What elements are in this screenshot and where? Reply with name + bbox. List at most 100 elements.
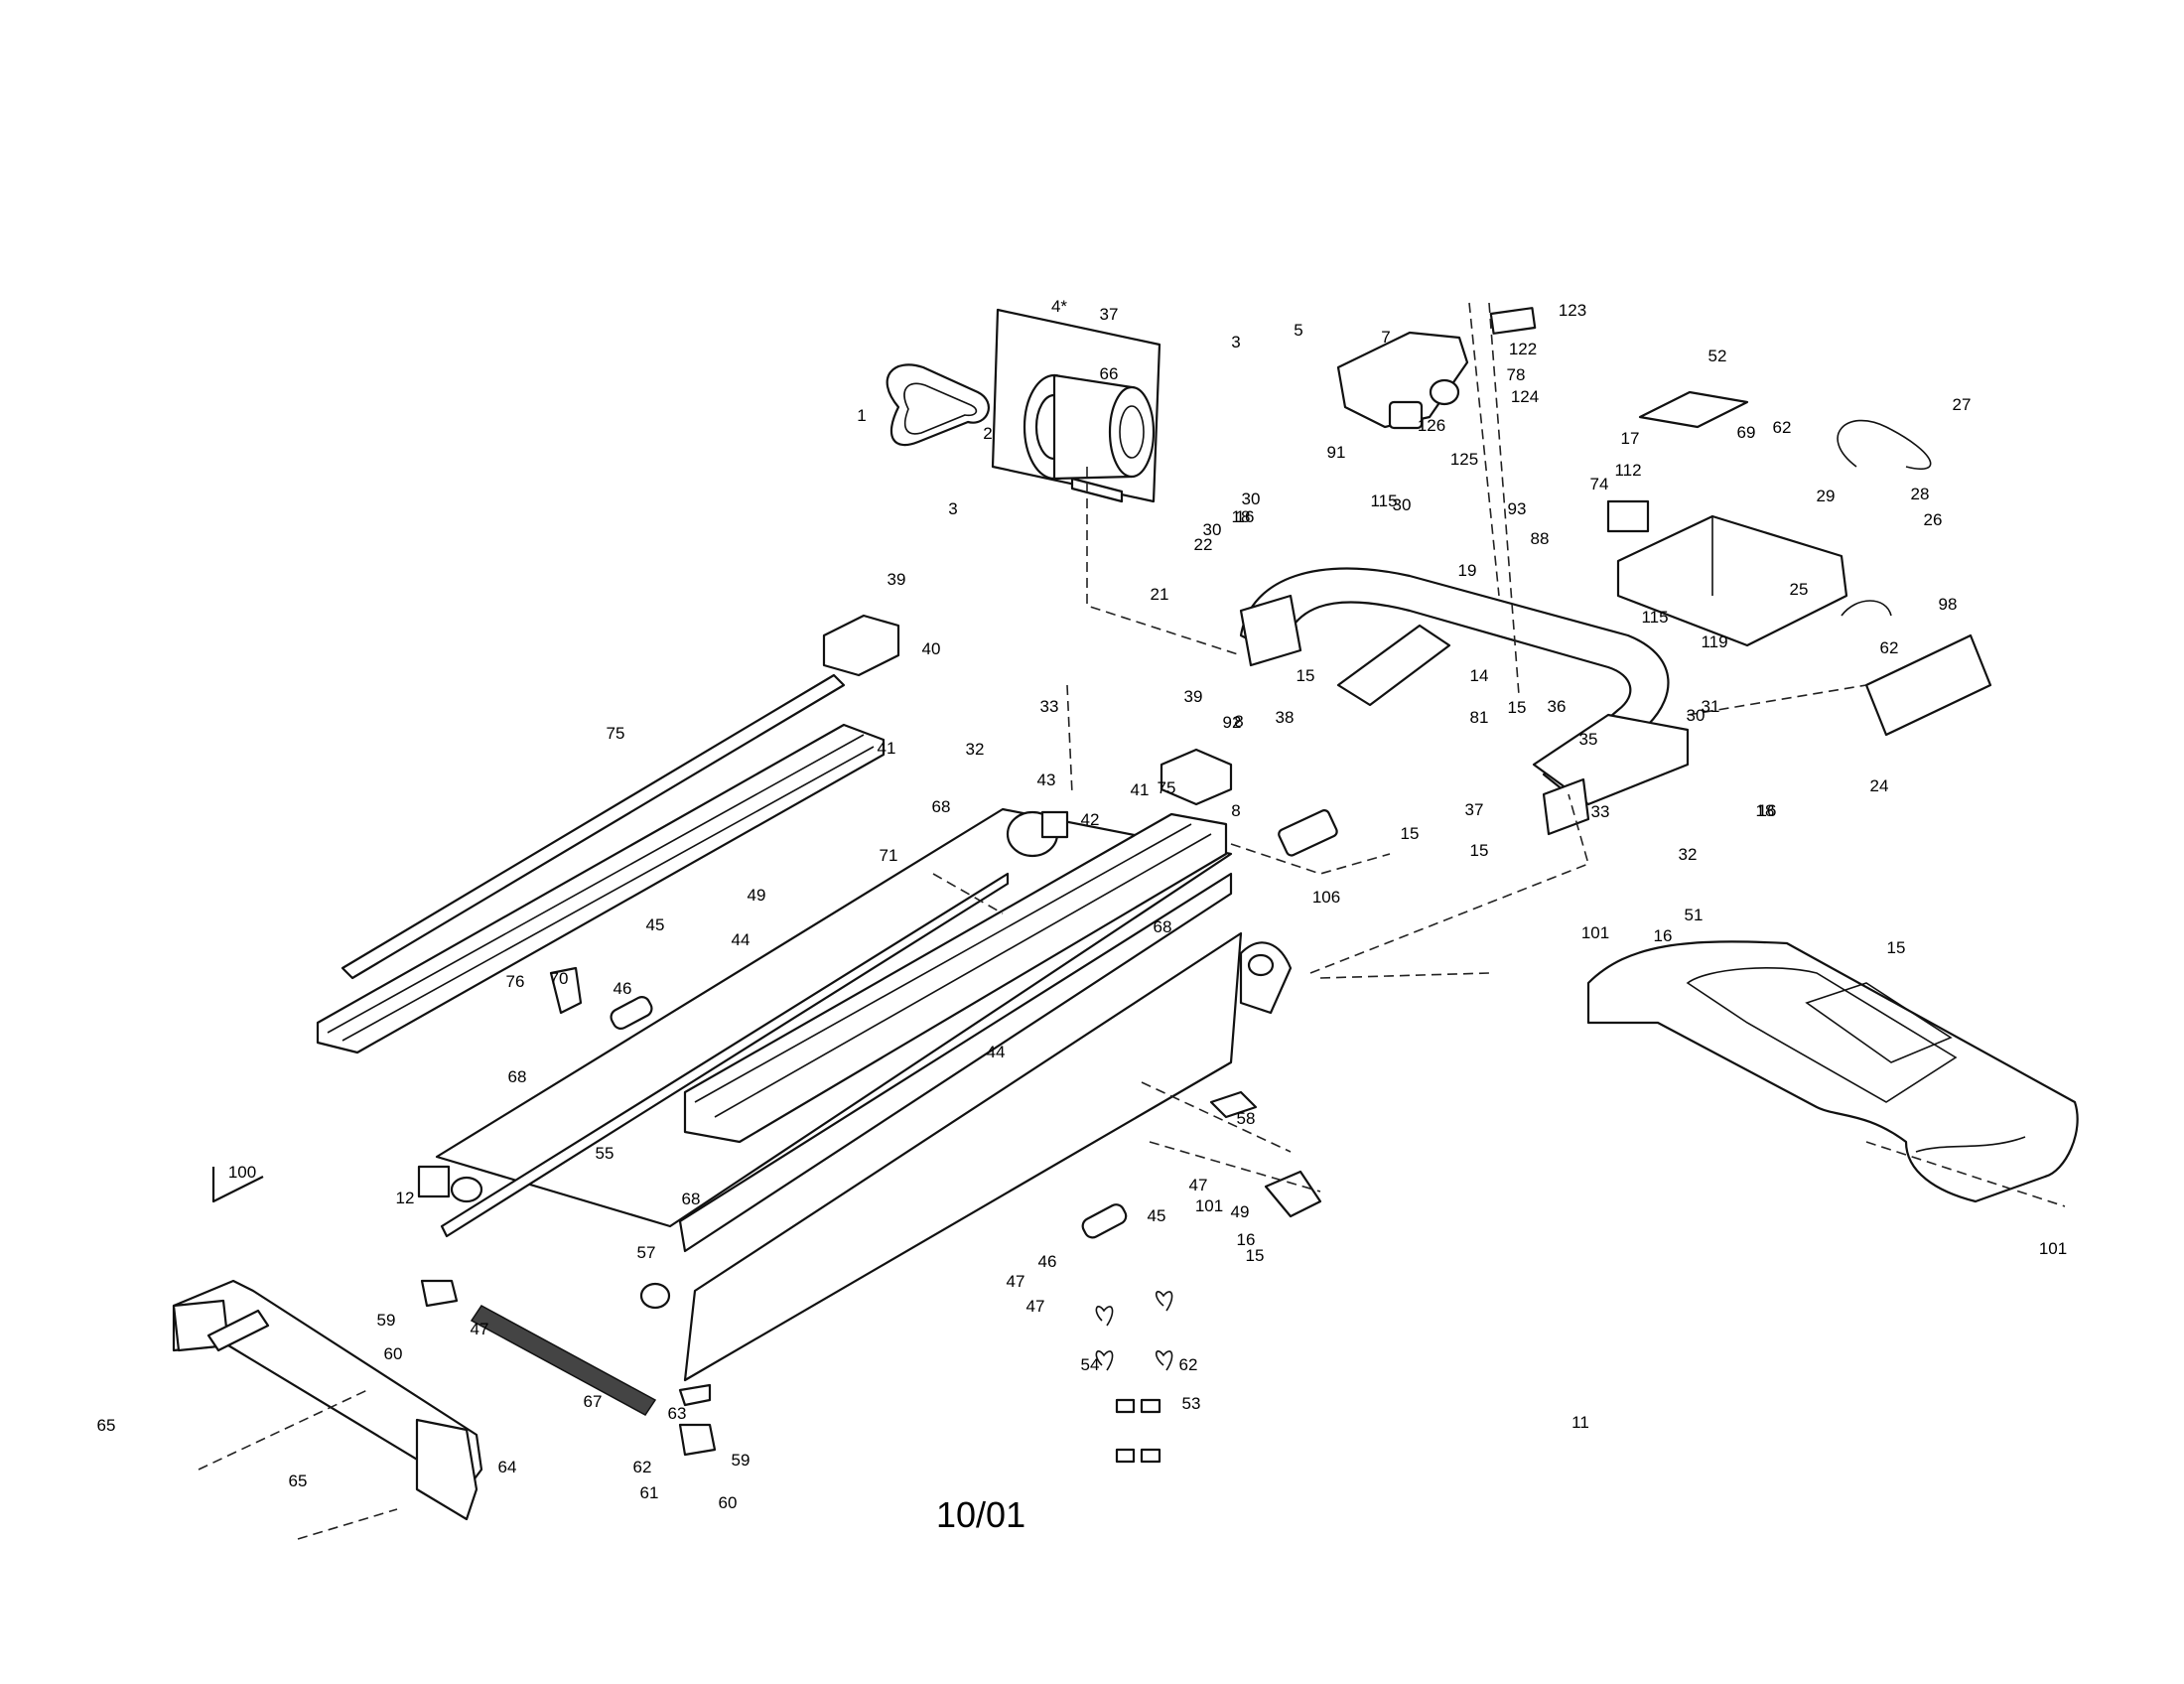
callout-54: 54 (1081, 1355, 1100, 1374)
callout-46: 46 (614, 979, 632, 998)
callout-51: 51 (1685, 906, 1704, 924)
callout-24: 24 (1870, 776, 1889, 795)
callout-55: 55 (596, 1144, 614, 1163)
callout-16: 16 (1236, 507, 1255, 526)
callout-124: 124 (1511, 387, 1539, 406)
callout-68: 68 (932, 797, 951, 816)
callout-66: 66 (1100, 364, 1119, 383)
callout-62: 62 (1773, 418, 1792, 437)
callout-19: 19 (1458, 561, 1477, 580)
callout-42: 42 (1081, 810, 1100, 829)
callout-15: 15 (1246, 1246, 1265, 1265)
callout-15: 15 (1887, 938, 1906, 957)
callout-49: 49 (1231, 1202, 1250, 1221)
callout-15: 15 (1470, 841, 1489, 860)
callout-26: 26 (1924, 510, 1943, 529)
upright-base-frame (1239, 567, 1690, 836)
callout-68: 68 (1154, 917, 1172, 936)
callout-100: 100 (228, 1163, 256, 1182)
callout-11: 11 (1571, 1413, 1589, 1432)
callout-74: 74 (1590, 475, 1609, 493)
callout-30: 30 (1393, 495, 1412, 514)
motor-assembly (991, 308, 1161, 503)
callout-62: 62 (1880, 638, 1899, 657)
callout-3: 3 (948, 499, 957, 518)
callout-1: 1 (857, 406, 866, 425)
small-parts (211, 809, 1338, 1464)
callout-69: 69 (1737, 423, 1756, 442)
callout-123: 123 (1559, 301, 1586, 320)
callout-125: 125 (1450, 450, 1478, 469)
callout-101: 101 (1581, 923, 1609, 942)
callout-37: 37 (1100, 305, 1119, 324)
callout-93: 93 (1508, 499, 1527, 518)
callout-7: 7 (1381, 328, 1390, 347)
rear-end-cap (172, 1279, 483, 1521)
callout-62: 62 (1179, 1355, 1198, 1374)
callout-98: 98 (1939, 595, 1958, 614)
callout-59: 59 (377, 1311, 396, 1330)
callout-36: 36 (1548, 697, 1567, 716)
callout-78: 78 (1507, 365, 1526, 384)
callout-3: 3 (1231, 333, 1240, 351)
drive-belt (886, 363, 990, 447)
callout-76: 76 (506, 972, 525, 991)
callout-18: 18 (1756, 801, 1775, 820)
callout-30: 30 (1203, 520, 1222, 539)
callout-62: 62 (633, 1458, 652, 1476)
callout-101: 101 (2039, 1239, 2067, 1258)
callout-18: 18 (1232, 507, 1251, 526)
callout-29: 29 (1817, 487, 1836, 505)
callout-4-star: 4* (1051, 297, 1067, 316)
callout-38: 38 (1276, 708, 1295, 727)
callout-70: 70 (550, 969, 569, 988)
callout-49: 49 (748, 886, 766, 905)
callout-64: 64 (498, 1458, 517, 1476)
assembly-lines (198, 302, 2066, 1540)
callout-65: 65 (289, 1472, 308, 1490)
callout-61: 61 (640, 1483, 659, 1502)
callout-16: 16 (1758, 801, 1777, 820)
callout-59: 59 (732, 1451, 751, 1470)
date-code: 10/01 (936, 1494, 1025, 1535)
callout-60: 60 (384, 1344, 403, 1363)
callout-2: 2 (983, 424, 992, 443)
callout-39: 39 (1184, 687, 1203, 706)
rear-roller (417, 1165, 483, 1203)
callout-15: 15 (1401, 824, 1420, 843)
callout-53: 53 (1182, 1394, 1201, 1413)
callout-40: 40 (922, 639, 941, 658)
callout-16: 16 (1237, 1230, 1256, 1249)
callout-21: 21 (1151, 585, 1169, 604)
right-side-rail (683, 748, 1233, 1144)
callout-81: 81 (1470, 708, 1489, 727)
callout-28: 28 (1911, 485, 1930, 503)
callout-65: 65 (97, 1416, 116, 1435)
callout-47: 47 (1026, 1297, 1045, 1316)
callout-17: 17 (1621, 429, 1640, 448)
motor-hood (1586, 940, 2079, 1203)
callout-30: 30 (1242, 490, 1261, 508)
callout-68: 68 (508, 1067, 527, 1086)
callout-58: 58 (1237, 1109, 1256, 1128)
callout-52: 52 (1708, 347, 1727, 365)
callout-5: 5 (1294, 321, 1302, 340)
callout-68: 68 (682, 1190, 701, 1208)
callout-35: 35 (1579, 730, 1598, 749)
callout-25: 25 (1790, 580, 1809, 599)
callout-12: 12 (396, 1189, 415, 1207)
callout-88: 88 (1531, 529, 1550, 548)
callout-67: 67 (584, 1392, 603, 1411)
callout-44: 44 (987, 1043, 1006, 1061)
callout-22: 22 (1194, 535, 1213, 554)
callout-14: 14 (1470, 666, 1489, 685)
callout-46: 46 (1038, 1252, 1057, 1271)
callout-15: 15 (1297, 666, 1315, 685)
callout-8: 8 (1234, 712, 1243, 731)
callout-30: 30 (1687, 706, 1706, 725)
callout-115: 115 (1370, 491, 1397, 510)
callout-101: 101 (1195, 1196, 1223, 1215)
left-side-rails (316, 614, 900, 1054)
